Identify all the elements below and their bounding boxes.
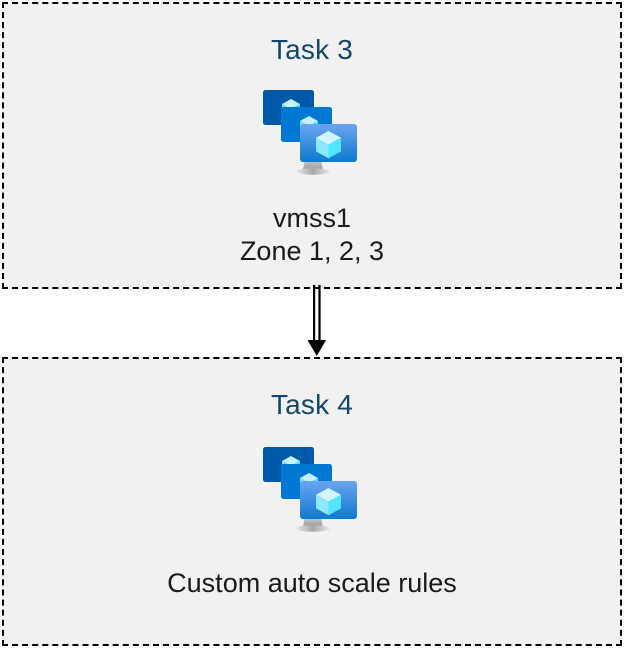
double-line-down-arrow-icon [307,285,326,356]
task4-caption: Custom auto scale rules [167,568,457,598]
task3-caption: vmss1 Zone 1, 2, 3 [239,203,385,266]
vm-scale-set-icon [263,90,357,175]
connector-task3-to-task4 [300,285,334,361]
task-node-task4[interactable]: Task 4 [2,357,622,646]
task-node-task3[interactable]: Task 3 [2,2,622,289]
vm-scale-set-icon [263,447,357,532]
task3-icon-wrap [260,86,364,180]
task4-icon-wrap [260,443,364,537]
task3-title: Task 3 [270,34,354,65]
task4-title: Task 4 [270,389,354,420]
